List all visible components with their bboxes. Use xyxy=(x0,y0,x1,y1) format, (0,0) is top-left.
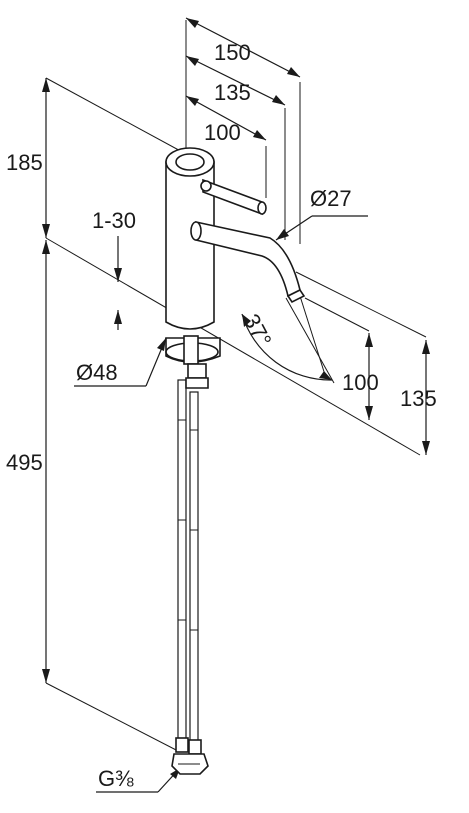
dim-overall-reach: 150 xyxy=(214,40,251,65)
dimension-lines xyxy=(45,17,427,793)
dim-base-diameter: Ø48 xyxy=(76,360,118,385)
dim-hose-length: 495 xyxy=(6,450,43,475)
faucet-spout xyxy=(190,221,306,304)
supply-hoses xyxy=(177,379,199,743)
dim-spout-reach: 135 xyxy=(214,80,251,105)
dim-lever-reach: 100 xyxy=(204,120,241,145)
dim-connection-thread: G⅜ xyxy=(98,766,134,791)
extension-lines xyxy=(45,20,427,753)
dim-spout-diameter: Ø27 xyxy=(310,186,352,211)
faucet xyxy=(165,147,306,775)
dimension-labels: 150 135 100 Ø27 185 1-30 Ø48 37° 100 135… xyxy=(6,40,437,791)
dim-deck-thickness: 1-30 xyxy=(92,208,136,233)
dim-outlet-height-low: 100 xyxy=(342,370,379,395)
hose-connectors xyxy=(171,737,209,775)
arrowheads xyxy=(42,18,430,779)
faucet-lever xyxy=(200,178,267,216)
dim-outlet-height-high: 135 xyxy=(400,386,437,411)
mounting-hardware xyxy=(165,335,221,389)
dim-body-height: 185 xyxy=(6,150,43,175)
dim-swivel-angle: 37° xyxy=(239,310,277,351)
faucet-body xyxy=(165,147,215,330)
